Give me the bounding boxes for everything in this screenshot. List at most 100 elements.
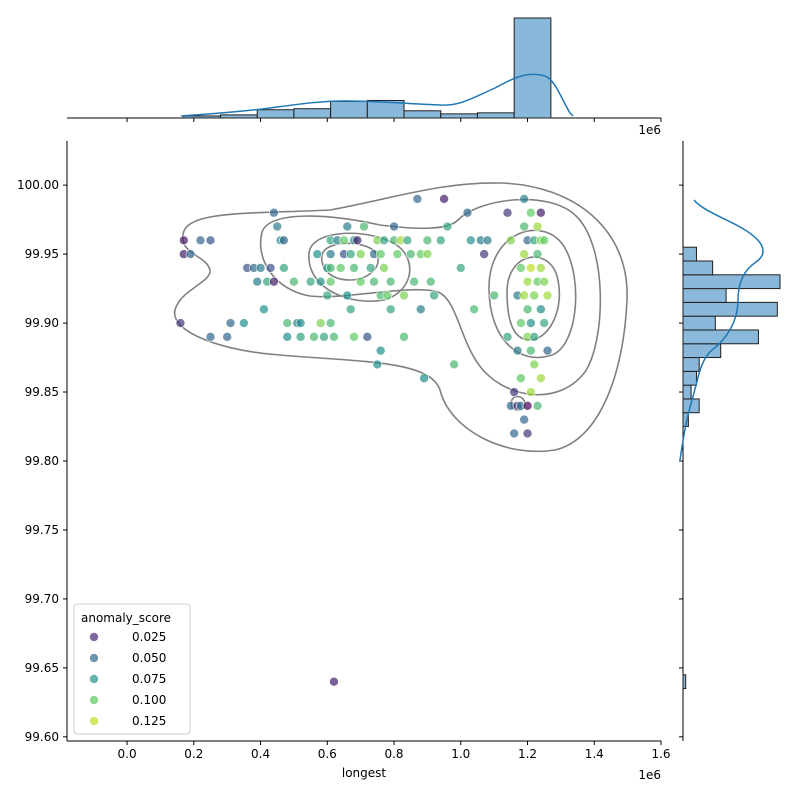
scatter-point xyxy=(422,235,433,246)
scatter-point xyxy=(309,332,319,342)
marginal-y-bar xyxy=(682,674,687,690)
marginal-x-bar xyxy=(403,110,442,119)
x-tick-label: 0.2 xyxy=(184,747,203,761)
scatter-point xyxy=(345,304,356,315)
marginal-x-kde-curve xyxy=(180,73,574,117)
scatter-point xyxy=(295,318,306,328)
x-axis-label: longest xyxy=(342,766,387,780)
scatter-point xyxy=(305,276,316,287)
scatter-point xyxy=(516,318,526,328)
scatter-point xyxy=(315,318,326,328)
scatter-point xyxy=(222,332,232,342)
scatter-point xyxy=(282,318,293,328)
scatter-point xyxy=(512,345,523,356)
legend-label: 0.100 xyxy=(132,693,166,707)
scatter-point xyxy=(522,428,533,439)
scatter-point xyxy=(509,428,519,439)
scatter-point xyxy=(526,345,536,356)
scatter-point xyxy=(542,345,553,356)
x-tick-label: 0.8 xyxy=(384,747,403,761)
kde-contour-line xyxy=(259,198,602,396)
scatter-point xyxy=(422,249,433,259)
marginal-y-bar xyxy=(682,329,759,345)
scatter-point xyxy=(352,235,363,246)
scatter-point xyxy=(532,249,543,259)
scatter-point xyxy=(319,332,329,342)
scatter-point xyxy=(419,373,429,384)
scatter-point xyxy=(385,304,396,315)
scatter-point xyxy=(449,359,459,370)
legend-box xyxy=(73,603,191,735)
scatter-point xyxy=(325,263,336,273)
scatter-point xyxy=(519,290,529,301)
y-tick-label: 99.75 xyxy=(25,523,59,537)
scatter-point xyxy=(185,249,196,259)
x-tick-label: 0.0 xyxy=(118,747,137,761)
scatter-point xyxy=(349,263,359,273)
scatter-point xyxy=(516,263,526,273)
scatter-point xyxy=(379,263,389,273)
kde-contour-line xyxy=(488,229,577,359)
scatter-point xyxy=(529,290,539,301)
scatter-point xyxy=(442,221,453,232)
scatter-point xyxy=(259,304,269,315)
scatter-point xyxy=(402,235,413,246)
marginal-x-bar xyxy=(256,109,295,119)
kde-contours xyxy=(173,182,628,453)
scatter-point xyxy=(522,401,533,411)
legend-title: anomaly_score xyxy=(81,611,171,625)
scatter-point xyxy=(536,304,546,315)
scatter-point xyxy=(522,276,533,287)
legend-marker xyxy=(89,653,99,663)
scatter-point xyxy=(269,276,279,287)
legend-marker xyxy=(89,716,99,726)
scatter-point xyxy=(369,276,379,287)
scatter-point xyxy=(289,276,299,287)
marginal-x-bar xyxy=(366,99,405,119)
marginal-y-bar xyxy=(682,370,697,386)
kde-contour-line xyxy=(506,256,561,341)
scatter-point xyxy=(489,290,499,301)
scatter-point xyxy=(542,290,553,301)
legend-label: 0.125 xyxy=(132,714,166,728)
scatter-point xyxy=(252,276,263,287)
scatter-point xyxy=(362,332,373,342)
scatter-point xyxy=(412,194,423,204)
x-axis-offset-label-top: 1e6 xyxy=(638,123,661,137)
scatter-point xyxy=(379,235,389,246)
kde-contour-line xyxy=(321,242,379,281)
scatter-point xyxy=(335,263,346,273)
x-tick-label: 1.2 xyxy=(518,747,537,761)
scatter-point xyxy=(502,332,513,342)
legend-marker xyxy=(89,632,99,642)
scatter-point xyxy=(539,318,550,328)
scatter-point xyxy=(329,676,339,687)
scatter-point xyxy=(325,249,336,259)
marginal-y-bars xyxy=(679,141,781,741)
y-tick-label: 99.70 xyxy=(25,592,59,606)
marginal-x-histogram: 1e6 xyxy=(67,17,662,137)
scatter-point xyxy=(526,318,536,328)
scatter-point xyxy=(526,387,536,397)
marginal-y-bar xyxy=(682,343,722,359)
scatter-point xyxy=(312,249,323,259)
scatter-point xyxy=(375,345,386,356)
marginal-y-bar xyxy=(682,246,697,262)
scatter-point xyxy=(365,263,376,273)
scatter-point xyxy=(345,249,356,259)
scatter-point xyxy=(355,276,366,287)
scatter-point xyxy=(399,332,409,342)
scatter-point xyxy=(462,207,473,218)
scatter-point xyxy=(519,249,529,259)
legend-label: 0.050 xyxy=(132,651,166,665)
scatter-point xyxy=(532,401,543,411)
scatter-point xyxy=(516,373,526,384)
marginal-y-histogram xyxy=(679,141,781,741)
x-tick-label: 1.4 xyxy=(585,747,604,761)
scatter-point xyxy=(265,263,276,273)
scatter-point xyxy=(272,221,283,232)
scatter-point xyxy=(205,235,216,246)
scatter-point xyxy=(519,221,529,232)
scatter-point xyxy=(342,221,353,232)
